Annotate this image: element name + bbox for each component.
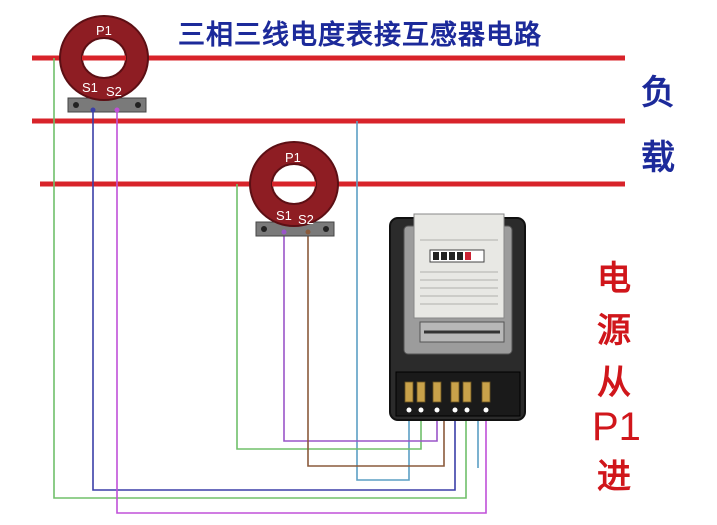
- ct1-s1-label: S1: [82, 80, 98, 95]
- terminal-screw-1: [406, 407, 412, 413]
- energy-meter: [389, 213, 526, 421]
- wire-purple-ct2-s1: [283, 232, 438, 442]
- meter-terminal-3: [432, 381, 442, 403]
- source-label-2: 源: [597, 311, 631, 351]
- diagram-title: 三相三线电度表接互感器电路: [178, 19, 542, 51]
- ct1-mount-hole-right: [135, 102, 141, 108]
- source-label-4: P1: [592, 405, 641, 449]
- source-label-1: 电: [597, 259, 631, 299]
- ct2-mount-hole-right: [323, 226, 329, 232]
- meter-register-digits: [433, 252, 471, 260]
- wire-green-ct2: [236, 184, 422, 450]
- wire-violet-ct1-s2: [116, 110, 487, 514]
- secondary-wires: [53, 58, 487, 514]
- ct2-s1-terminal: [281, 229, 287, 235]
- ct2-s2-terminal: [305, 229, 311, 235]
- terminal-screw-3: [434, 407, 440, 413]
- source-label-3: 从: [597, 363, 631, 403]
- terminal-screw-5: [464, 407, 470, 413]
- meter-nameplate-lines: [420, 239, 498, 305]
- terminal-screw-6: [483, 407, 489, 413]
- ct2-s1-label: S1: [276, 208, 292, 223]
- meter-terminal-5: [462, 381, 472, 403]
- current-transformer-2: P1 S1 S2: [249, 141, 339, 237]
- digit-cell-2: [441, 252, 447, 260]
- source-label-5: 进: [597, 457, 631, 497]
- wire-brown-ct2-s2: [307, 232, 445, 467]
- current-transformer-1: P1 S1 S2: [59, 15, 149, 113]
- digit-cell-1: [433, 252, 439, 260]
- meter-terminal-screws: [406, 407, 489, 413]
- ct1-s1-terminal: [90, 107, 96, 113]
- meter-terminal-6: [481, 381, 491, 403]
- digit-cell-4: [457, 252, 463, 260]
- meter-terminal-2: [416, 381, 426, 403]
- ct1-s2-label: S2: [106, 84, 122, 99]
- ct2-p1-label: P1: [285, 150, 301, 165]
- terminal-screw-4: [452, 407, 458, 413]
- wire-blue-ct1-s1: [92, 110, 456, 491]
- wire-green-outer: [53, 58, 467, 499]
- meter-terminal-1: [404, 381, 414, 403]
- meter-nameplate: [413, 213, 505, 319]
- digit-cell-5: [465, 252, 471, 260]
- meter-terminal-4: [450, 381, 460, 403]
- ct2-mount-hole-left: [261, 226, 267, 232]
- digit-cell-3: [449, 252, 455, 260]
- terminal-screw-2: [418, 407, 424, 413]
- wire-teal-center: [356, 121, 410, 481]
- ct1-mount-hole-left: [73, 102, 79, 108]
- meter-terminals: [404, 381, 491, 403]
- ct2-s2-label: S2: [298, 212, 314, 227]
- load-label-1: 负: [641, 73, 675, 113]
- load-label-2: 载: [641, 138, 675, 178]
- ct1-p1-label: P1: [96, 23, 112, 38]
- ct1-s2-terminal: [114, 107, 120, 113]
